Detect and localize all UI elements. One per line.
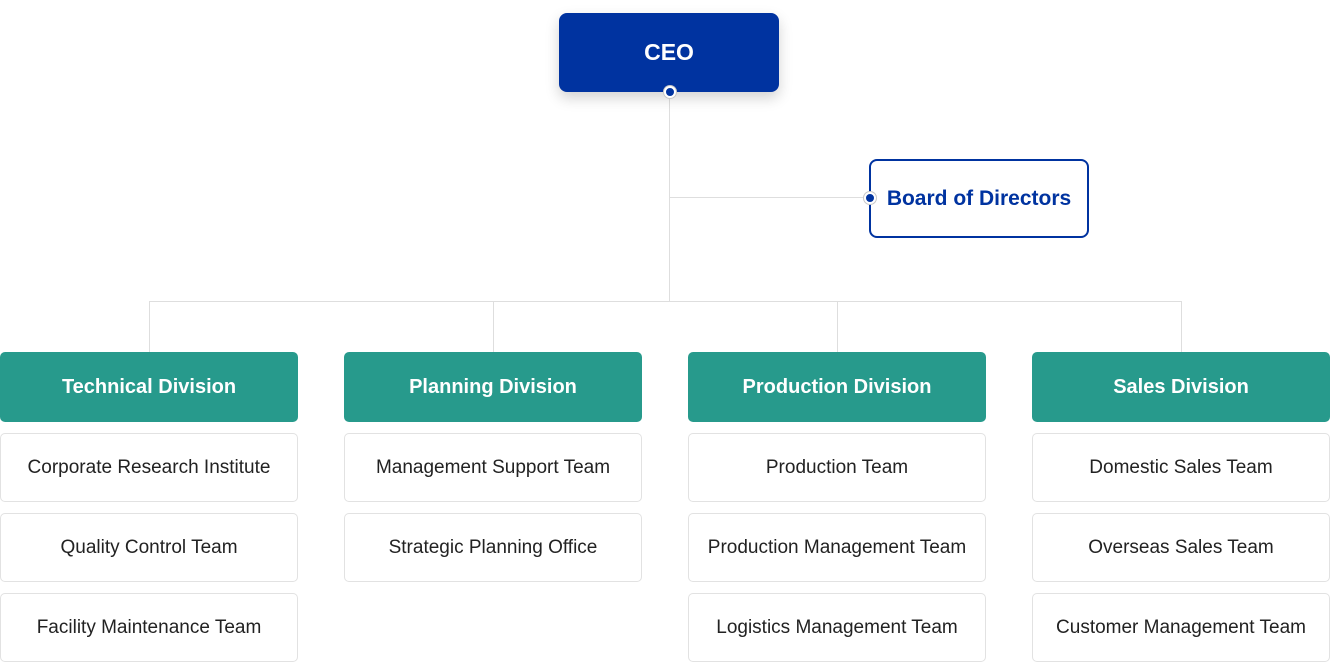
- division-planning[interactable]: Planning Division: [344, 352, 642, 422]
- team-label: Management Support Team: [375, 456, 611, 478]
- connector-technical: [149, 301, 150, 352]
- board-connector-dot: [864, 192, 876, 204]
- team-label: Production Management Team: [707, 536, 967, 558]
- team-node[interactable]: Overseas Sales Team: [1032, 513, 1330, 582]
- ceo-connector-dot: [664, 86, 676, 98]
- team-label: Logistics Management Team: [716, 616, 958, 638]
- ceo-node[interactable]: CEO: [559, 13, 779, 92]
- ceo-label: CEO: [644, 39, 694, 65]
- connector-production: [837, 301, 838, 352]
- team-node[interactable]: Production Management Team: [688, 513, 986, 582]
- division-sales[interactable]: Sales Division: [1032, 352, 1330, 422]
- connector-planning: [493, 301, 494, 352]
- division-label: Planning Division: [409, 375, 577, 398]
- team-node[interactable]: Facility Maintenance Team: [0, 593, 298, 662]
- team-node[interactable]: Production Team: [688, 433, 986, 502]
- team-label: Corporate Research Institute: [27, 456, 271, 478]
- team-node[interactable]: Customer Management Team: [1032, 593, 1330, 662]
- team-label: Customer Management Team: [1056, 616, 1306, 638]
- team-label: Strategic Planning Office: [388, 536, 598, 558]
- team-label: Production Team: [765, 456, 909, 478]
- connector-divisions-horizontal: [149, 301, 1182, 302]
- division-label: Technical Division: [61, 375, 237, 398]
- team-node[interactable]: Corporate Research Institute: [0, 433, 298, 502]
- division-label: Sales Division: [1113, 375, 1249, 398]
- team-label: Overseas Sales Team: [1088, 536, 1274, 558]
- team-node[interactable]: Management Support Team: [344, 433, 642, 502]
- team-node[interactable]: Quality Control Team: [0, 513, 298, 582]
- connector-board: [669, 197, 869, 198]
- team-label: Quality Control Team: [60, 536, 238, 558]
- division-label: Production Division: [742, 375, 932, 398]
- team-label: Facility Maintenance Team: [36, 616, 262, 638]
- board-node[interactable]: Board of Directors: [869, 159, 1089, 238]
- division-technical[interactable]: Technical Division: [0, 352, 298, 422]
- connector-sales: [1181, 301, 1182, 352]
- team-label: Domestic Sales Team: [1089, 456, 1273, 478]
- board-label: Board of Directors: [886, 186, 1072, 210]
- division-production[interactable]: Production Division: [688, 352, 986, 422]
- team-node[interactable]: Strategic Planning Office: [344, 513, 642, 582]
- team-node[interactable]: Logistics Management Team: [688, 593, 986, 662]
- team-node[interactable]: Domestic Sales Team: [1032, 433, 1330, 502]
